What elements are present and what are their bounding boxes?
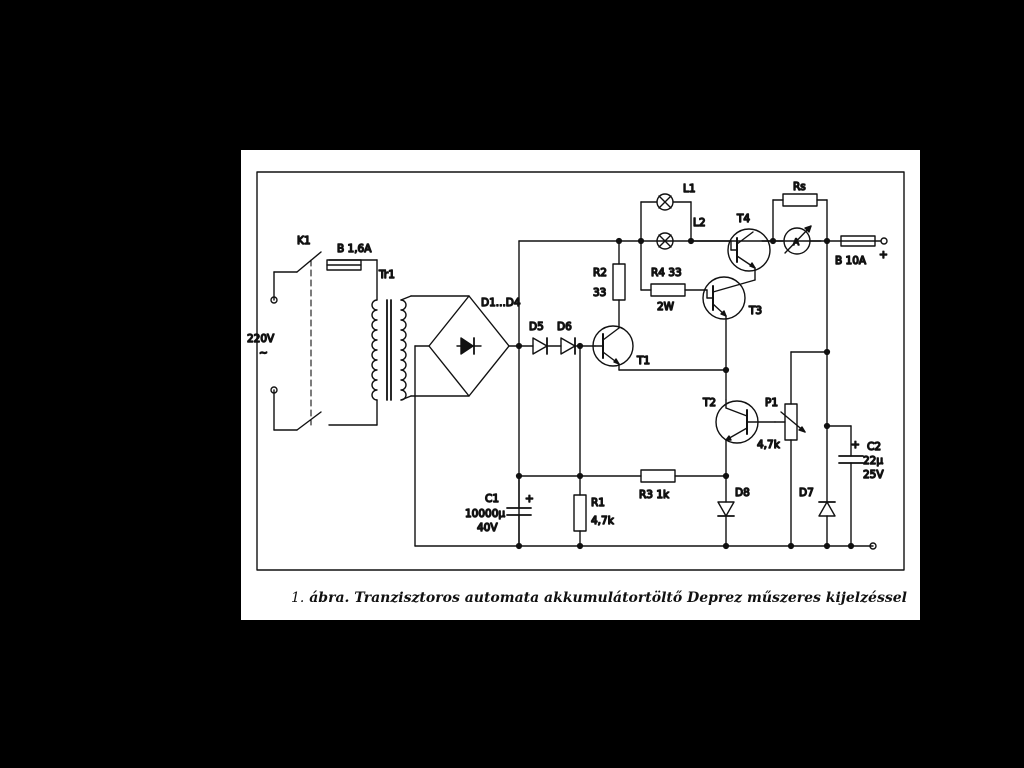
resistor-r4 bbox=[640, 240, 708, 297]
label-k1: K1 bbox=[297, 235, 311, 247]
zener-d8 bbox=[717, 475, 735, 547]
label-c1: C1 bbox=[485, 493, 499, 505]
label-t3: T3 bbox=[748, 305, 762, 317]
zener-d7-and-c2 bbox=[818, 240, 864, 547]
shunt-rs-and-ammeter bbox=[769, 193, 842, 255]
label-c2-voltage: 25V bbox=[863, 469, 884, 481]
transformer-tr1 bbox=[371, 259, 470, 426]
label-transformer: Tr1 bbox=[378, 269, 395, 281]
label-r4-watts: 2W bbox=[657, 301, 675, 313]
label-t2: T2 bbox=[702, 397, 716, 409]
capacitor-c1 bbox=[506, 475, 532, 547]
label-fuse-out: B 10A bbox=[835, 255, 867, 267]
caption-word: ábra. bbox=[309, 590, 350, 606]
label-d7: D7 bbox=[799, 487, 814, 499]
label-d6: D6 bbox=[557, 321, 572, 333]
schematic-frame bbox=[256, 171, 905, 571]
caption-number: 1. bbox=[291, 590, 305, 606]
label-rs: Rs bbox=[793, 181, 806, 193]
fuse-b-10a bbox=[840, 235, 888, 247]
resistor-r3 bbox=[518, 469, 730, 483]
label-r1: R1 bbox=[591, 497, 605, 509]
label-r2-value: 33 bbox=[593, 287, 606, 299]
label-t1: T1 bbox=[636, 355, 650, 367]
figure-caption: 1. ábra. Tranzisztoros automata akkumulá… bbox=[291, 590, 907, 606]
figure-page: K1 B 1,6A 220V ~ Tr1 D1...D4 D5 D6 R2 33… bbox=[241, 150, 920, 620]
transistor-t1 bbox=[592, 299, 727, 371]
label-bridge: D1...D4 bbox=[481, 297, 521, 309]
label-c2-plus: + bbox=[851, 439, 860, 451]
label-c1-plus: + bbox=[525, 493, 534, 505]
label-r2: R2 bbox=[593, 267, 607, 279]
label-p1: P1 bbox=[765, 397, 778, 409]
label-d5: D5 bbox=[529, 321, 544, 333]
label-c2-capacitance: 22µ bbox=[863, 455, 883, 467]
label-mains-ac: ~ bbox=[259, 347, 268, 359]
potentiometer-p1 bbox=[774, 351, 828, 547]
resistor-r2 bbox=[612, 237, 626, 301]
transistor-t4 bbox=[690, 228, 774, 281]
transistor-t2 bbox=[715, 399, 776, 477]
label-r1-value: 4,7k bbox=[591, 515, 615, 527]
caption-title: Tranzisztoros automata akkumulátortöltő … bbox=[354, 590, 907, 606]
resistor-r1 bbox=[573, 345, 587, 547]
label-fuse-in: B 1,6A bbox=[337, 243, 372, 255]
label-c2: C2 bbox=[867, 441, 881, 453]
fuse-b-1-6a bbox=[326, 259, 362, 271]
label-d8: D8 bbox=[735, 487, 750, 499]
transistor-t3 bbox=[702, 276, 756, 401]
label-p1-value: 4,7k bbox=[757, 439, 781, 451]
label-mains: 220V bbox=[247, 333, 275, 345]
label-r4: R4 33 bbox=[651, 267, 682, 279]
diodes-d5-d6 bbox=[515, 337, 596, 355]
circuit-schematic: K1 B 1,6A 220V ~ Tr1 D1...D4 D5 D6 R2 33… bbox=[246, 171, 905, 571]
label-c1-capacitance: 10000µ bbox=[465, 508, 505, 520]
label-l1: L1 bbox=[683, 183, 696, 195]
label-t4: T4 bbox=[736, 213, 750, 225]
label-r3: R3 1k bbox=[639, 489, 670, 501]
label-ammeter: A bbox=[793, 238, 800, 248]
mains-switch-k1 bbox=[270, 251, 378, 431]
label-output-plus: + bbox=[879, 249, 888, 261]
label-c1-voltage: 40V bbox=[477, 522, 498, 534]
label-l2: L2 bbox=[693, 217, 706, 229]
bridge-rectifier bbox=[414, 295, 520, 547]
